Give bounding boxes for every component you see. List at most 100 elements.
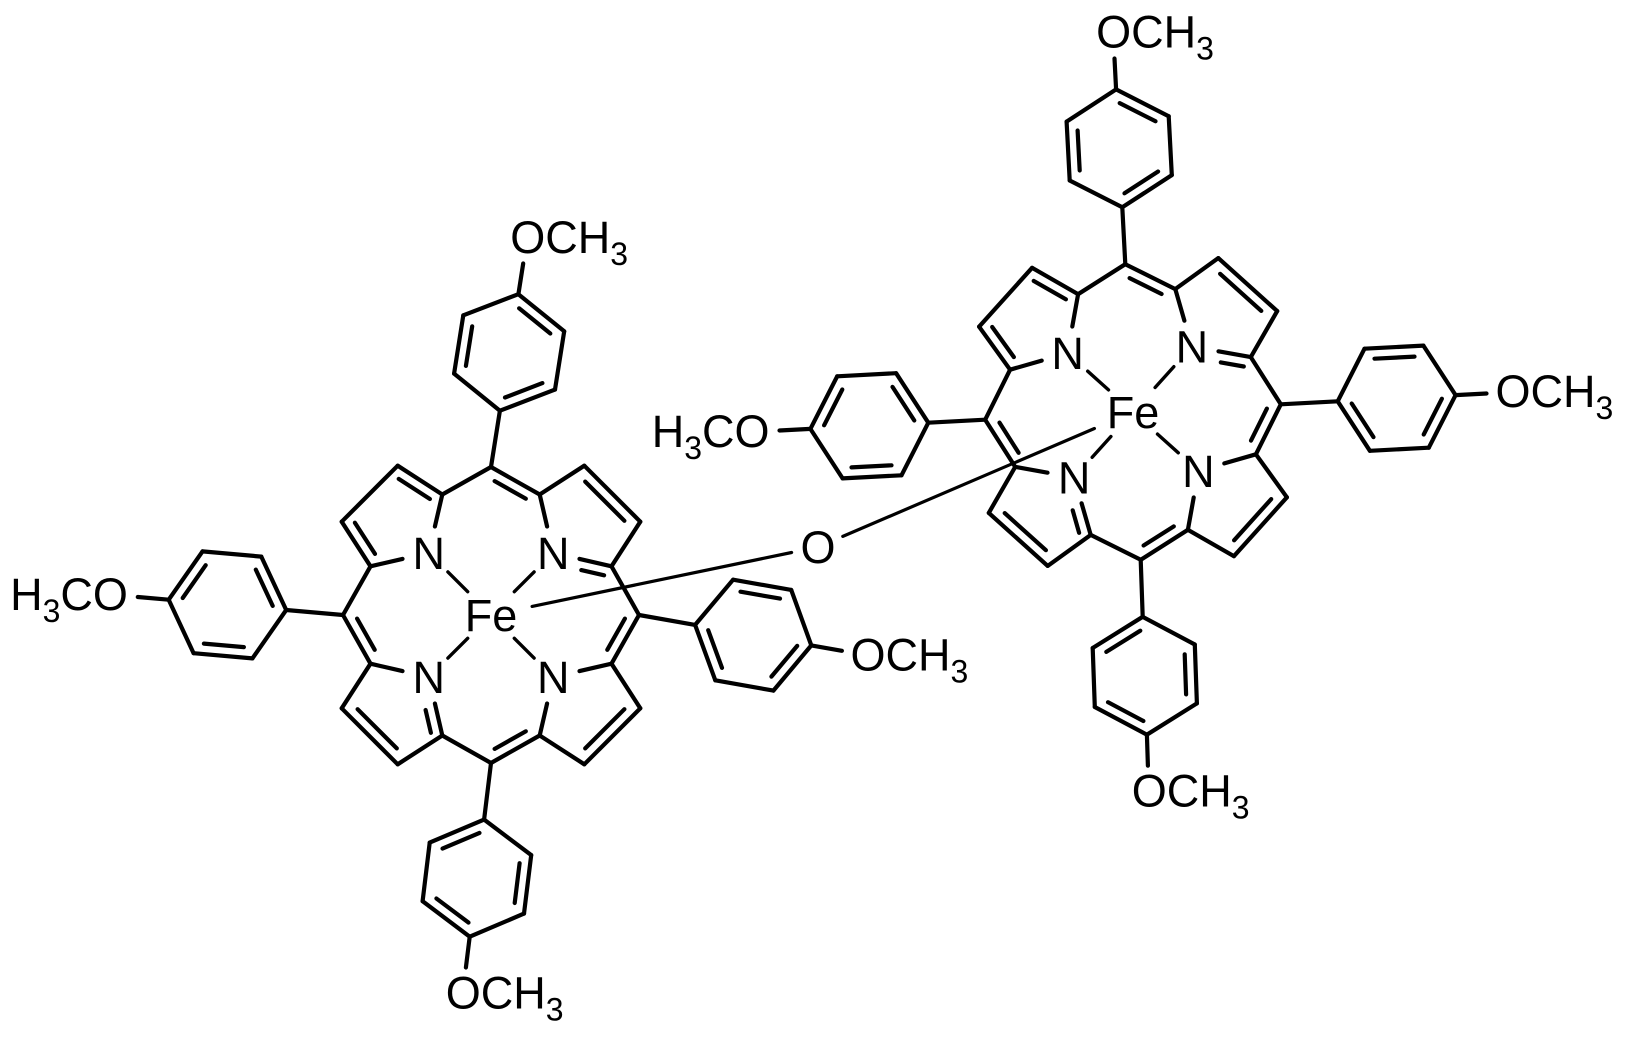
- pyrrole-bond: [395, 733, 445, 767]
- aryl-ring-bond: [427, 817, 487, 845]
- aryl-ring-bond: [200, 549, 264, 559]
- aryl-double-inner: [512, 861, 522, 906]
- aryl-double-inner: [502, 381, 545, 400]
- aryl-double-inner: [890, 384, 917, 423]
- aryl-double-inner: [1104, 628, 1143, 655]
- n-label-left-0: N: [413, 528, 446, 579]
- aryl-oxygen-bond: [135, 594, 171, 602]
- n-double-inner: [1070, 508, 1082, 535]
- atom-label-part: 3: [1196, 31, 1214, 67]
- aryl-ring-bond: [1120, 173, 1174, 210]
- methoxy-label-right-right: OCH3: [1496, 366, 1614, 426]
- aryl-ring-bond: [730, 577, 794, 593]
- meso-bond: [1248, 355, 1283, 407]
- aryl-ring-bond: [1421, 343, 1458, 398]
- aryl-ring-bond: [1144, 701, 1200, 737]
- n-label-left-3: N: [413, 652, 446, 703]
- atom-label-part: OCH: [1132, 766, 1232, 817]
- meso-bond: [488, 464, 542, 497]
- meso-double-inner: [1127, 276, 1164, 297]
- aryl-ring-bond: [516, 292, 567, 334]
- pyrrole-bond: [1029, 265, 1081, 297]
- pyrrole-bond: [339, 706, 400, 767]
- aryl-double-inner: [516, 306, 553, 336]
- fe-n-bond: [446, 570, 470, 594]
- pyrrole-bond: [1070, 292, 1081, 329]
- meso-bond: [440, 733, 494, 766]
- double-bond-inner: [583, 707, 627, 751]
- atom-label-part: 3: [684, 430, 702, 466]
- fe-o-bond-right: [841, 426, 1097, 539]
- methoxy-label-left-right: OCH3: [851, 629, 969, 689]
- aryl-ring-bond: [1426, 393, 1458, 450]
- aryl-ring-bond: [166, 549, 205, 602]
- atom-label-part: 3: [546, 991, 564, 1027]
- pyrrole-bond: [1253, 452, 1290, 500]
- n-double-inner: [1218, 360, 1246, 369]
- n-label-right-3: N: [1058, 452, 1091, 503]
- aryl-double-inner: [821, 387, 845, 428]
- aryl-double-inner: [1421, 396, 1445, 437]
- meso-double-inner: [355, 616, 377, 652]
- methoxy-label-left-left: H3CO: [10, 569, 128, 629]
- double-bond-inner: [352, 520, 378, 557]
- fe-label-left: Fe: [465, 590, 518, 641]
- bridge-o-label: O: [800, 522, 835, 573]
- aryl-ring-bond: [713, 678, 776, 693]
- aryl-ring-bond: [452, 371, 502, 413]
- pyrrole-bond: [1231, 495, 1290, 559]
- pyrrole-bond: [339, 463, 400, 524]
- pyrrole-bond: [986, 464, 1018, 516]
- aryl-double-inner: [1117, 100, 1158, 124]
- pyrrole-bond: [1007, 358, 1044, 372]
- fe-n-bond: [1085, 369, 1111, 392]
- double-bond-inner: [1031, 278, 1069, 302]
- n-label-left-1: N: [537, 528, 570, 579]
- pyrrole-bond: [577, 661, 614, 674]
- fe-label-right: Fe: [1107, 387, 1160, 438]
- pyrrole-bond: [1185, 527, 1237, 559]
- aryl-ring-bond: [521, 852, 534, 916]
- aryl-ring-bond: [467, 911, 527, 939]
- double-bond-inner: [355, 707, 399, 751]
- n-label-right-1: N: [1176, 322, 1209, 373]
- aryl-ring-bond: [482, 817, 534, 858]
- aryl-ring-bond: [452, 313, 466, 376]
- pyrrole-bond: [368, 661, 405, 674]
- pyrrole-bond: [432, 492, 445, 529]
- pyrrole-bond: [432, 701, 445, 738]
- aryl-ring-bond: [789, 587, 814, 648]
- aryl-double-inner: [738, 589, 783, 601]
- meso-bond: [609, 564, 642, 618]
- fe-n-bond: [1153, 365, 1176, 390]
- aryl-double-inner: [463, 324, 475, 368]
- n-label-left-2: N: [537, 652, 570, 703]
- meso-aryl-bond: [1138, 557, 1145, 619]
- aryl-ring-bond: [1064, 87, 1119, 124]
- pyrrole-bond: [1045, 532, 1093, 569]
- atom-label-part: OCH: [510, 212, 610, 263]
- aryl-ring-bond: [1335, 399, 1373, 453]
- aryl-ring-bond: [497, 387, 558, 413]
- aryl-ring-bond: [692, 622, 718, 683]
- meso-bond: [609, 612, 642, 666]
- aryl-ring-bond: [1192, 642, 1200, 706]
- pyrrole-bond: [609, 661, 643, 711]
- aryl-ring-bond: [835, 371, 899, 379]
- fe-n-bond: [1155, 432, 1181, 455]
- aryl-double-inner: [1349, 401, 1376, 440]
- aryl-double-inner: [440, 830, 482, 851]
- n-label-right-2: N: [1182, 446, 1215, 497]
- meso-double-inner: [1141, 524, 1176, 548]
- aryl-double-inner: [253, 567, 275, 609]
- meso-bond: [440, 464, 494, 497]
- meso-bond: [340, 564, 373, 618]
- meso-aryl-bond: [488, 408, 502, 470]
- pyrrole-bond: [1079, 501, 1093, 538]
- aryl-ring-bond: [420, 899, 472, 939]
- aryl-double-inner: [1122, 169, 1161, 196]
- aryl-ring-bond: [1092, 704, 1150, 737]
